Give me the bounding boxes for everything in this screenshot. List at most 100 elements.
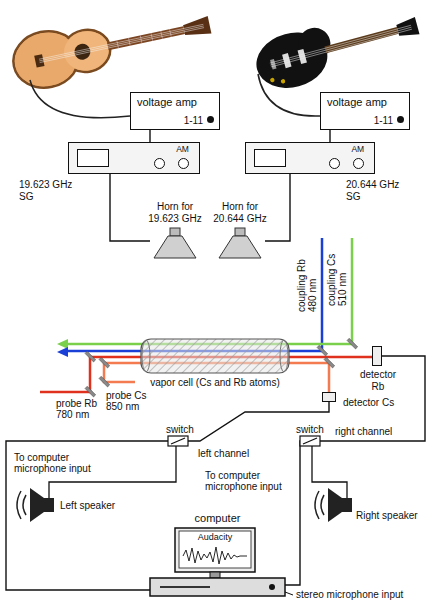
knob	[207, 116, 214, 123]
shape	[175, 528, 255, 572]
mirror	[317, 345, 328, 356]
beam-label: coupling Rb 480 nm	[296, 252, 318, 312]
mirror	[85, 338, 358, 397]
acoustic-guitar	[40, 28, 204, 63]
note-label: To computer microphone input	[205, 470, 295, 492]
shape	[170, 228, 180, 236]
mirror	[324, 357, 335, 368]
electric-guitar	[270, 27, 411, 65]
beam-label: probe Rb 780 nm	[56, 398, 106, 420]
speaker-symbol	[30, 488, 44, 522]
device-label: detector Cs	[343, 397, 395, 409]
display-window	[254, 149, 286, 167]
detector-box: detector Rb	[372, 346, 382, 366]
switch-symbol	[168, 436, 320, 446]
cable	[110, 174, 150, 241]
electric-guitar	[271, 29, 412, 67]
shape	[269, 584, 275, 590]
guitar-cable	[30, 80, 130, 118]
arrowhead	[57, 347, 68, 357]
switch-symbol	[168, 436, 188, 446]
acoustic-guitar	[39, 26, 203, 61]
beam-label: probe Cs 850 nm	[106, 390, 150, 412]
cable	[285, 356, 425, 585]
device-label: 20.644 GHz SG	[346, 179, 408, 202]
electric-guitar	[280, 79, 285, 84]
shape	[183, 547, 247, 564]
shape	[141, 339, 289, 373]
device-name: voltage amp	[327, 96, 403, 109]
channel-label: left channel	[198, 448, 262, 459]
laser-beams	[40, 238, 372, 392]
shape	[150, 228, 200, 258]
mirror	[85, 386, 96, 397]
port-label: AM	[348, 144, 368, 154]
electric-guitar	[250, 1, 424, 96]
horn-antenna: Horn for 19.623 GHz	[150, 228, 200, 258]
acoustic-guitar	[39, 24, 203, 59]
speaker-label: Left speaker	[60, 500, 126, 511]
shape	[160, 586, 210, 588]
electric-guitar	[324, 27, 398, 53]
port-label: AM	[173, 144, 193, 154]
speaker-symbol	[342, 498, 352, 512]
cable	[6, 402, 329, 590]
speaker-symbol	[17, 488, 352, 522]
shape	[142, 340, 150, 372]
signal-generator: AM19.623 GHz SG	[68, 142, 200, 174]
shape	[219, 236, 261, 258]
port-label: stereo microphone input	[296, 589, 431, 600]
port-knob	[178, 158, 189, 169]
mirror	[99, 357, 110, 368]
speaker-wire	[49, 446, 347, 498]
coupling-cs-beam	[66, 238, 352, 344]
vapor-cell: vapor cell (Cs and Rb atoms)	[140, 338, 290, 374]
channel-label: right channel	[335, 426, 405, 437]
switch-symbol	[171, 438, 185, 444]
shape	[280, 340, 288, 372]
beam-label: coupling Cs 510 nm	[326, 246, 348, 306]
mirror	[99, 376, 110, 387]
cable	[329, 130, 330, 142]
shape	[140, 338, 290, 374]
gain-range: 1-11	[327, 115, 403, 127]
device-label: 19.623 GHz SG	[19, 179, 79, 202]
speaker-symbol	[315, 491, 319, 519]
amplifier-box: voltage amp1-11	[130, 92, 220, 130]
device-label: detector Rb	[356, 369, 400, 392]
guitar-cable	[258, 74, 320, 116]
switch-label: switch	[166, 424, 200, 435]
speaker-symbol	[321, 495, 324, 515]
acoustic-guitar	[8, 0, 215, 94]
electric-guitar	[270, 25, 411, 63]
shape	[150, 578, 285, 596]
cable	[149, 130, 150, 142]
horn-antenna: Horn for 20.644 GHz	[215, 228, 265, 258]
knob	[397, 116, 404, 123]
mirror	[85, 351, 96, 362]
device-label: vapor cell (Cs and Rb atoms)	[135, 377, 295, 389]
speaker-symbol	[44, 498, 54, 512]
mirror	[347, 338, 358, 349]
speaker-symbol	[328, 488, 342, 522]
speaker-symbol	[17, 491, 21, 519]
switch-symbol	[300, 436, 320, 446]
speaker-label: Right speaker	[356, 510, 426, 521]
port-knob	[329, 158, 340, 169]
shape	[154, 236, 196, 258]
device-label: computer	[150, 512, 285, 525]
shape	[215, 228, 265, 258]
shape	[235, 228, 245, 236]
electric-guitar	[270, 77, 275, 82]
shape	[210, 572, 220, 578]
arrowhead	[57, 339, 68, 349]
electric-guitar	[295, 24, 334, 63]
port-knob	[154, 158, 165, 169]
device-label: Audacity	[175, 532, 255, 542]
electric-guitar	[250, 25, 334, 96]
switch-label: switch	[296, 424, 330, 435]
detector-box: detector Cs	[322, 392, 336, 402]
speaker-symbol	[23, 495, 26, 515]
switch-symbol	[303, 438, 317, 444]
